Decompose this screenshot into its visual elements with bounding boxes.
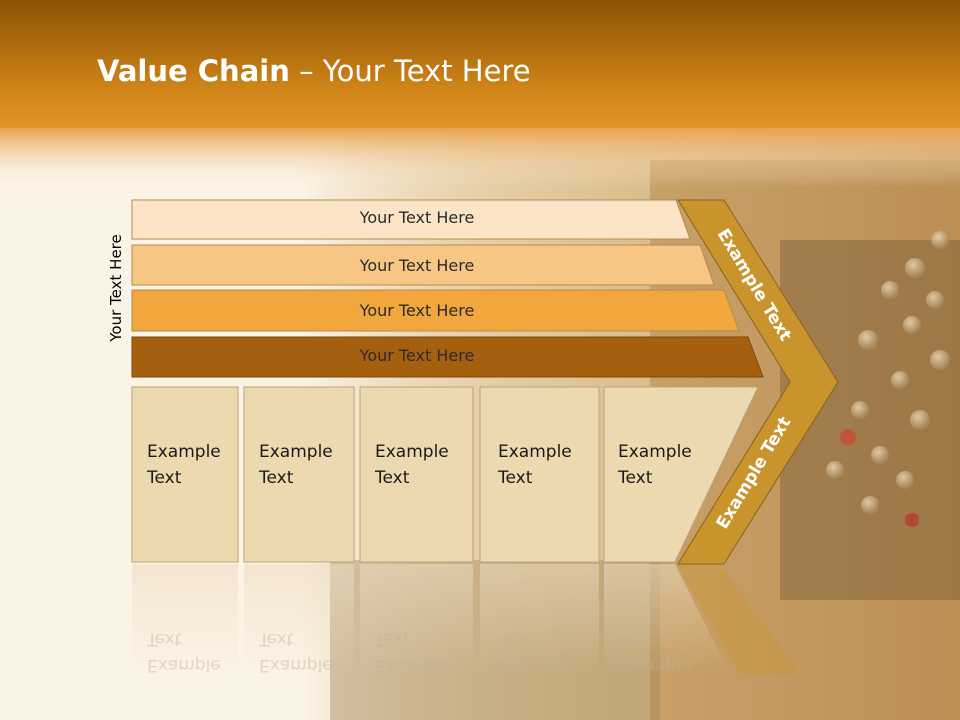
- band-label-3: Your Text Here: [359, 301, 475, 320]
- value-chevron: [677, 199, 839, 565]
- cell-1-line1: Example: [147, 442, 221, 462]
- cell-2-line2: Text: [259, 468, 294, 488]
- cell-2-line1: Example: [259, 442, 333, 462]
- band-1: [131, 199, 691, 240]
- cell-4-line2: Text: [498, 468, 533, 488]
- band-3: [131, 289, 740, 332]
- band-2: [131, 244, 715, 286]
- value-chain-bands: [131, 199, 764, 378]
- cell-4: [479, 386, 600, 563]
- cell-1-line2: Text: [147, 468, 182, 488]
- cell-3-line2: Text: [375, 468, 410, 488]
- cell-2: [243, 386, 355, 563]
- cell-1: [131, 386, 239, 563]
- header-fade: [0, 128, 960, 188]
- band-label-1: Your Text Here: [359, 208, 475, 227]
- header-band: [0, 0, 960, 128]
- peppercorns: [826, 231, 950, 527]
- page-title: Value Chain – Your Text Here: [97, 54, 531, 88]
- title-rest: – Your Text Here: [289, 54, 531, 88]
- band-label-2: Your Text Here: [359, 256, 475, 275]
- band-4: [131, 336, 764, 378]
- cell-5-line1: Example: [618, 442, 692, 462]
- activity-cells: [131, 386, 759, 563]
- title-bold: Value Chain: [97, 54, 290, 88]
- band-label-4: Your Text Here: [359, 346, 475, 365]
- cells-reflection: [132, 564, 800, 674]
- cell-3: [359, 386, 474, 563]
- side-label: Your Text Here: [107, 234, 125, 342]
- cell-5: [603, 386, 759, 563]
- cell-5-line2: Text: [618, 468, 653, 488]
- cell-3-line1: Example: [375, 442, 449, 462]
- cell-4-line1: Example: [498, 442, 572, 462]
